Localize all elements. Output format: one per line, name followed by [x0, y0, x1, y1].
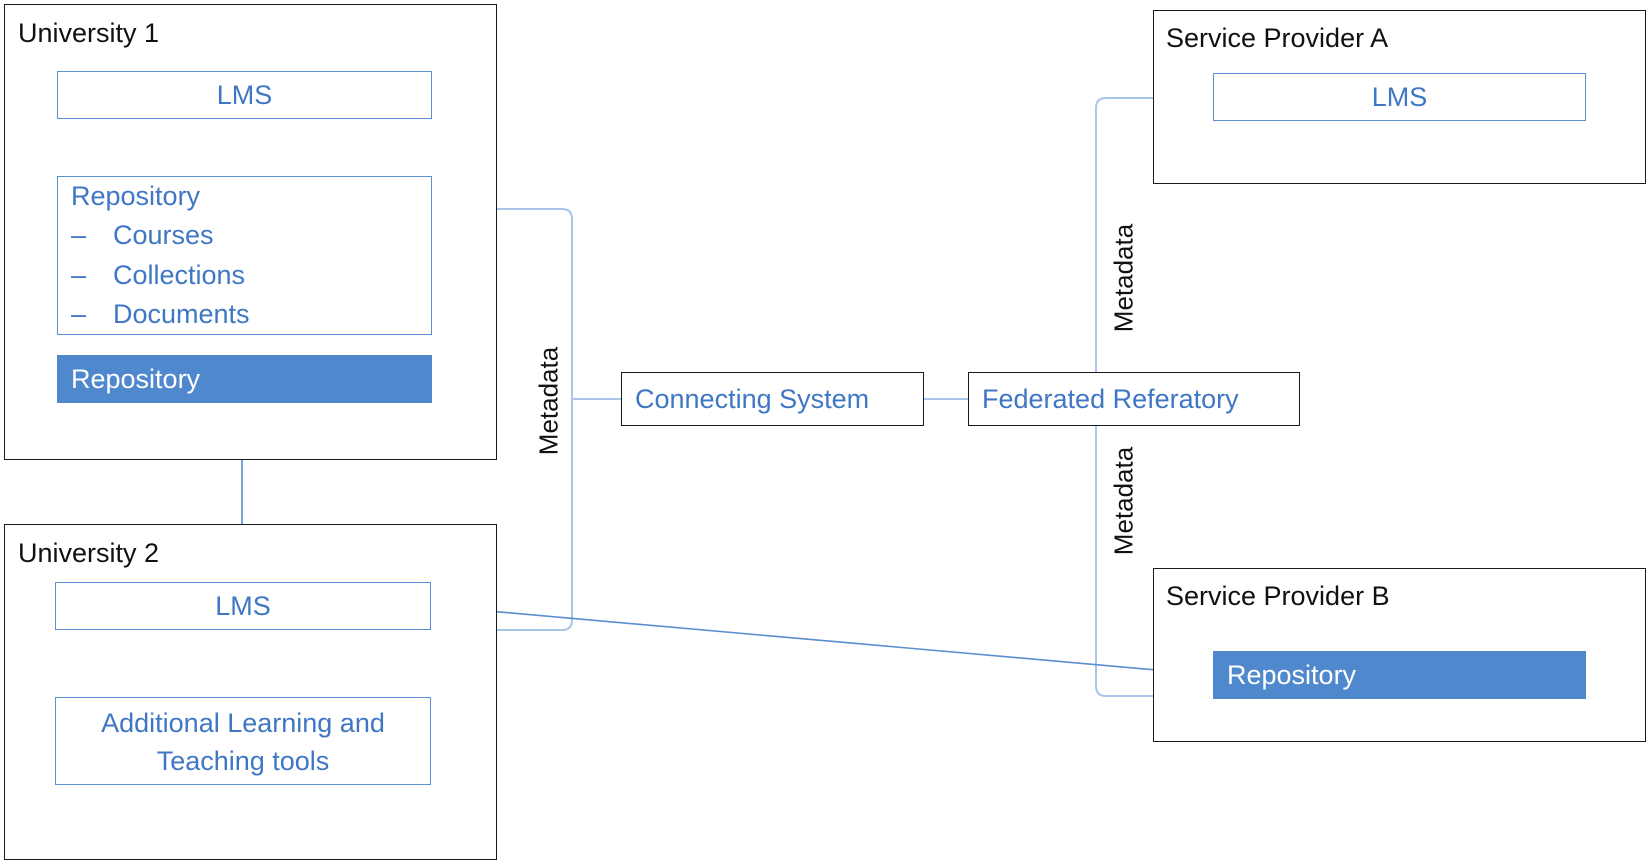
university-2-lms[interactable]: LMS — [55, 582, 431, 630]
metadata-label-right-top: Metadata — [1108, 223, 1139, 333]
connecting-system[interactable]: Connecting System — [621, 372, 924, 426]
repository-list-item-courses: –Courses — [71, 220, 214, 251]
repository-list-item-collections: –Collections — [71, 260, 245, 291]
list-dash: – — [71, 299, 87, 329]
university-1-repository-list[interactable]: Repository –Courses –Collections –Docume… — [57, 176, 432, 335]
university-1-title: University 1 — [18, 18, 160, 48]
tools-label: Additional Learning and Teaching tools — [56, 698, 430, 780]
list-dash: – — [71, 220, 87, 250]
list-item-label: Courses — [113, 220, 214, 250]
service-provider-a-lms[interactable]: LMS — [1213, 73, 1586, 121]
list-item-label: Collections — [113, 260, 246, 290]
tools-label-line-1: Additional Learning and — [101, 708, 385, 738]
university-2-tools[interactable]: Additional Learning and Teaching tools — [55, 697, 431, 785]
metadata-label-left: Metadata — [533, 346, 564, 456]
service-provider-a-title: Service Provider A — [1166, 23, 1389, 53]
list-item-label: Documents — [113, 299, 250, 329]
service-provider-b-title: Service Provider B — [1166, 581, 1390, 611]
university-2-title: University 2 — [18, 538, 160, 568]
repository-list-item-documents: –Documents — [71, 299, 250, 330]
u2-lms-spb-repo-arrow — [430, 601, 1215, 680]
tools-label-line-2: Teaching tools — [156, 746, 330, 776]
university-1-repository[interactable]: Repository — [57, 355, 432, 403]
list-dash: – — [71, 260, 87, 290]
service-provider-b-repository[interactable]: Repository — [1213, 651, 1586, 699]
university-2-container: University 2 — [4, 524, 497, 860]
metadata-label-right-bottom: Metadata — [1108, 446, 1139, 556]
university-1-lms[interactable]: LMS — [57, 71, 432, 119]
federated-referatory[interactable]: Federated Referatory — [968, 372, 1300, 426]
repository-list-title: Repository — [71, 181, 201, 211]
